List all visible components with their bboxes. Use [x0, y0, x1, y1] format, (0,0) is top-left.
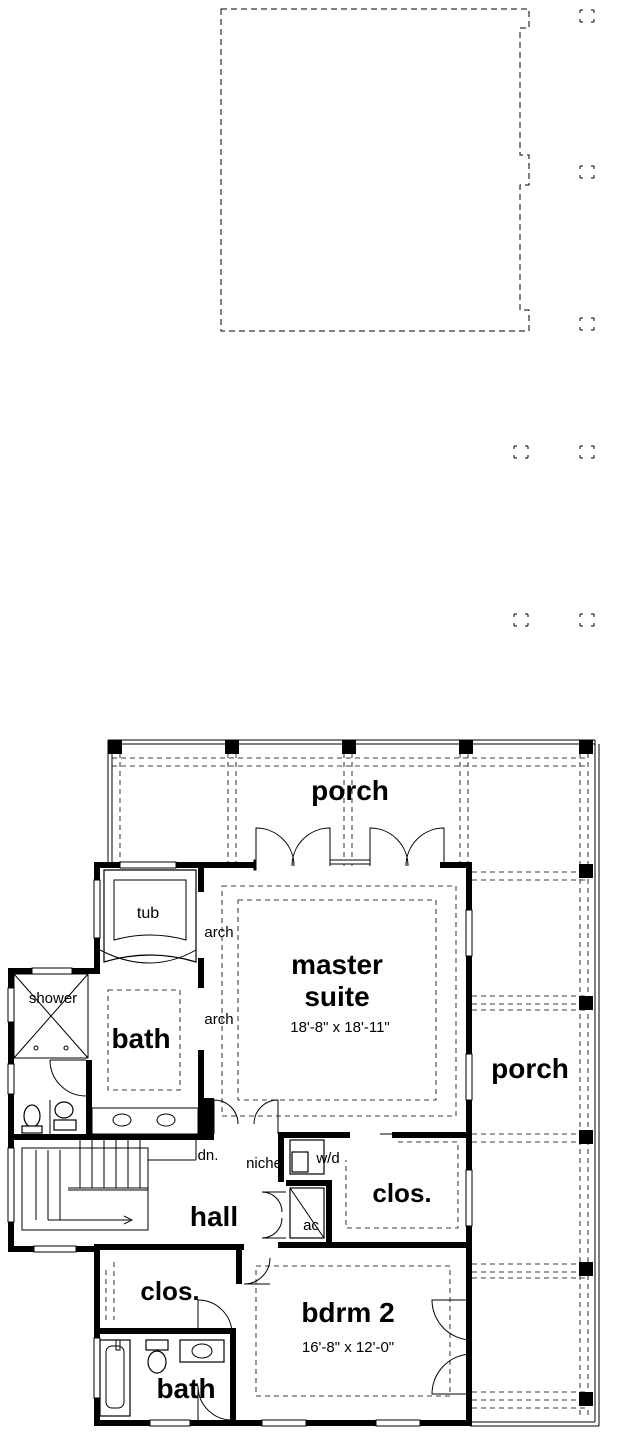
upper-deck-outline: [220, 8, 530, 332]
hall-label: hall: [190, 1201, 238, 1232]
shower-label: shower: [29, 990, 77, 1007]
porch-right-label: porch: [491, 1053, 569, 1084]
exterior-walls: [8, 862, 472, 1426]
arch-lower-label: arch: [204, 1011, 233, 1028]
porch-railing: [107, 739, 600, 1427]
toilet-bath2: [145, 1339, 169, 1374]
doors: [49, 827, 473, 1421]
bath-vanity: [49, 1100, 199, 1135]
washer-dryer-label: w/d: [315, 1150, 339, 1167]
tub-label: tub: [137, 905, 159, 922]
shower: [13, 973, 89, 1059]
bdrm2-dimensions: 16'-8" x 12'-0": [302, 1339, 394, 1356]
closet-bdrm2-label: clos.: [140, 1276, 199, 1306]
ceiling-lines: [105, 885, 459, 1397]
porch-top-label: porch: [311, 775, 389, 806]
ac-label: ac: [303, 1217, 319, 1234]
master-label-line1: master: [291, 949, 383, 980]
master-dimensions: 18'-8" x 18'-11": [290, 1019, 390, 1036]
niche-label: niche: [246, 1155, 282, 1172]
toilet-master: [21, 1101, 77, 1134]
arch-upper-label: arch: [204, 924, 233, 941]
washer-dryer: [289, 1139, 325, 1175]
bdrm2-label: bdrm 2: [301, 1297, 394, 1328]
tub-bath2: [99, 1339, 131, 1417]
porch-columns: [108, 740, 593, 1406]
stairs-down-label: dn.: [198, 1147, 219, 1164]
windows: [7, 861, 473, 1427]
closet-master-label: clos.: [372, 1178, 431, 1208]
stairs: [21, 1140, 197, 1231]
post-markers: [513, 9, 595, 627]
sink-bath2: [179, 1339, 225, 1363]
bath-2-label: bath: [156, 1373, 215, 1404]
bath-master-label: bath: [111, 1023, 170, 1054]
tub: [99, 869, 197, 964]
ac-unit: [289, 1187, 325, 1239]
master-label-line2: suite: [304, 981, 369, 1012]
interior-walls: [8, 862, 472, 1420]
room-labels: porch porch master suite 18'-8" x 18'-11…: [29, 775, 569, 1404]
